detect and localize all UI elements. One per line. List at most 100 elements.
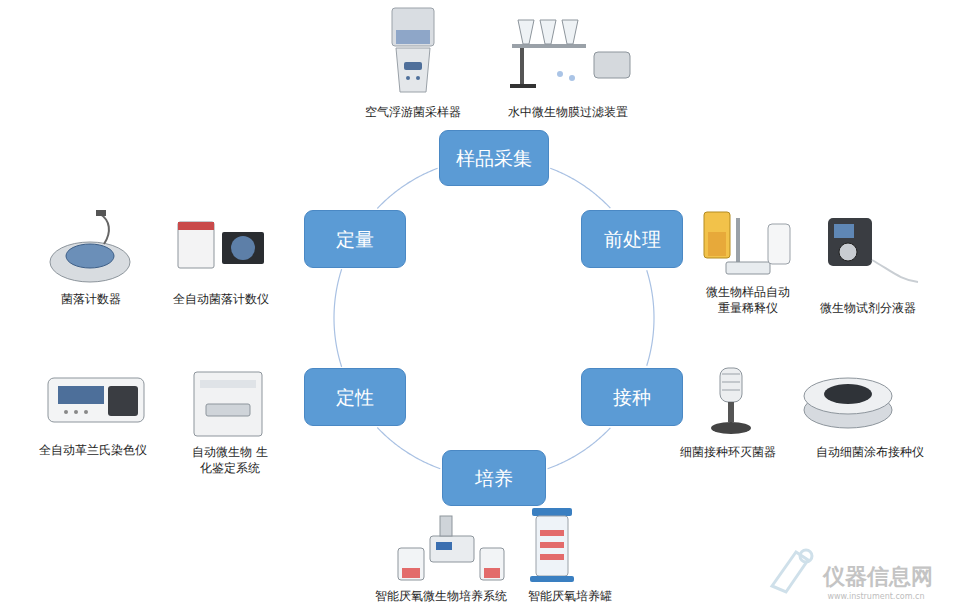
biochemical-id-picture bbox=[194, 372, 262, 436]
instrument-caption: 微生物样品自动 重量稀释仪 bbox=[703, 284, 793, 316]
gravimetric-diluter-picture bbox=[704, 212, 730, 258]
loop-sterilizer-picture bbox=[720, 368, 742, 402]
gravimetric-diluter-picture bbox=[768, 224, 790, 264]
instrument-caption: 全自动菌落计数仪 bbox=[173, 291, 269, 307]
watermark-logo bbox=[772, 550, 812, 592]
membrane-filter-picture bbox=[569, 75, 575, 81]
gram-stainer-picture bbox=[64, 410, 68, 414]
anaerobic-jar-picture bbox=[532, 508, 572, 516]
anaerobic-system-picture bbox=[480, 548, 504, 580]
ring-connector bbox=[334, 269, 342, 367]
colony-counter-picture bbox=[50, 242, 130, 282]
air-sampler-picture bbox=[396, 48, 430, 92]
membrane-filter-picture bbox=[518, 20, 534, 44]
instrument-caption: 细菌接种环灭菌器 bbox=[680, 444, 776, 460]
process-box: 接种 bbox=[581, 368, 683, 426]
air-sampler-picture bbox=[396, 30, 430, 44]
process-box: 定量 bbox=[304, 210, 406, 268]
anaerobic-system-picture bbox=[436, 542, 452, 550]
membrane-filter-picture bbox=[520, 48, 524, 84]
instrument-caption: 自动细菌涂布接种仪 bbox=[816, 444, 924, 460]
gravimetric-diluter-picture bbox=[726, 262, 770, 274]
process-box: 样品采集 bbox=[439, 130, 549, 186]
ring-connector bbox=[377, 428, 440, 469]
anaerobic-system-picture bbox=[398, 516, 504, 580]
gravimetric-diluter-picture bbox=[708, 232, 726, 256]
gravimetric-diluter-picture bbox=[704, 212, 790, 274]
ring-connector bbox=[647, 270, 654, 366]
auto-colony-counter-picture bbox=[178, 222, 214, 268]
anaerobic-system-picture bbox=[484, 568, 500, 578]
biochemical-id-picture bbox=[200, 380, 256, 388]
colony-counter-picture bbox=[66, 244, 114, 268]
stage-label: 前处理 bbox=[604, 228, 661, 251]
membrane-filter-picture bbox=[594, 52, 630, 78]
anaerobic-jar-picture bbox=[540, 530, 564, 536]
watermark-url: www.instrument.com.cn bbox=[828, 592, 925, 601]
process-box: 培养 bbox=[442, 450, 546, 506]
instrument-caption: 智能厌氧微生物培养系统 bbox=[375, 588, 507, 604]
gravimetric-diluter-picture bbox=[736, 218, 740, 266]
reagent-dispenser-picture bbox=[839, 243, 857, 261]
watermark: 仪器信息网 bbox=[823, 562, 933, 592]
colony-counter-picture bbox=[96, 210, 106, 216]
anaerobic-jar-picture bbox=[530, 508, 574, 582]
loop-sterilizer-picture bbox=[728, 402, 734, 422]
stage-label: 定量 bbox=[336, 228, 374, 251]
membrane-filter-picture bbox=[512, 44, 586, 48]
spread-inoculator-picture bbox=[804, 378, 892, 414]
biochemical-id-picture bbox=[194, 372, 262, 436]
reagent-dispenser-picture bbox=[834, 224, 854, 238]
biochemical-id-picture bbox=[206, 404, 250, 416]
instrument-caption: 水中微生物膜过滤装置 bbox=[508, 104, 628, 120]
air-sampler-picture bbox=[404, 62, 422, 70]
watermark-logo bbox=[772, 552, 808, 592]
reagent-dispenser-picture bbox=[828, 218, 872, 266]
membrane-filter-picture bbox=[557, 71, 563, 77]
stage-label: 接种 bbox=[613, 386, 651, 409]
anaerobic-jar-picture bbox=[540, 542, 564, 548]
instrument-caption: 自动微生物 生化鉴定系统 bbox=[190, 444, 269, 476]
gram-stainer-picture bbox=[74, 410, 78, 414]
reagent-dispenser-picture bbox=[872, 260, 918, 282]
anaerobic-system-picture bbox=[440, 516, 452, 536]
anaerobic-jar-picture bbox=[540, 554, 564, 560]
auto-colony-counter-picture bbox=[178, 222, 214, 230]
watermark-logo bbox=[800, 550, 812, 562]
air-sampler-picture bbox=[406, 76, 410, 80]
colony-counter-picture bbox=[50, 210, 130, 282]
loop-sterilizer-picture bbox=[711, 422, 751, 434]
process-box: 定性 bbox=[304, 368, 406, 426]
anaerobic-system-picture bbox=[402, 568, 420, 578]
membrane-filter-picture bbox=[510, 84, 536, 88]
air-sampler-picture bbox=[392, 8, 434, 46]
colony-counter-picture bbox=[100, 214, 109, 244]
membrane-filter-picture bbox=[562, 20, 578, 44]
instrument-caption: 菌落计数器 bbox=[61, 291, 121, 307]
ring-connector bbox=[548, 428, 611, 469]
instrument-caption: 微生物试剂分液器 bbox=[820, 300, 916, 316]
gram-stainer-picture bbox=[48, 378, 144, 422]
membrane-filter-picture bbox=[510, 20, 630, 88]
stage-label: 定性 bbox=[336, 386, 374, 409]
membrane-filter-picture bbox=[540, 20, 556, 44]
reagent-dispenser-picture bbox=[828, 218, 918, 282]
instrument-caption: 智能厌氧培养罐 bbox=[528, 588, 612, 604]
air-sampler-picture bbox=[416, 76, 420, 80]
process-box: 前处理 bbox=[581, 210, 683, 268]
anaerobic-jar-picture bbox=[536, 516, 568, 576]
air-sampler-picture bbox=[392, 8, 434, 92]
instrument-caption: 空气浮游菌采样器 bbox=[365, 104, 461, 120]
spread-inoculator-picture bbox=[804, 378, 892, 428]
anaerobic-system-picture bbox=[430, 536, 474, 562]
ring-connector bbox=[550, 168, 610, 208]
auto-colony-counter-picture bbox=[222, 232, 264, 264]
loop-sterilizer-picture bbox=[722, 374, 740, 390]
auto-colony-counter-picture bbox=[178, 222, 264, 268]
auto-colony-counter-picture bbox=[231, 236, 255, 260]
stage-label: 样品采集 bbox=[456, 147, 532, 170]
gram-stainer-picture bbox=[58, 386, 104, 404]
gram-stainer-picture bbox=[84, 410, 88, 414]
anaerobic-system-picture bbox=[398, 548, 424, 580]
